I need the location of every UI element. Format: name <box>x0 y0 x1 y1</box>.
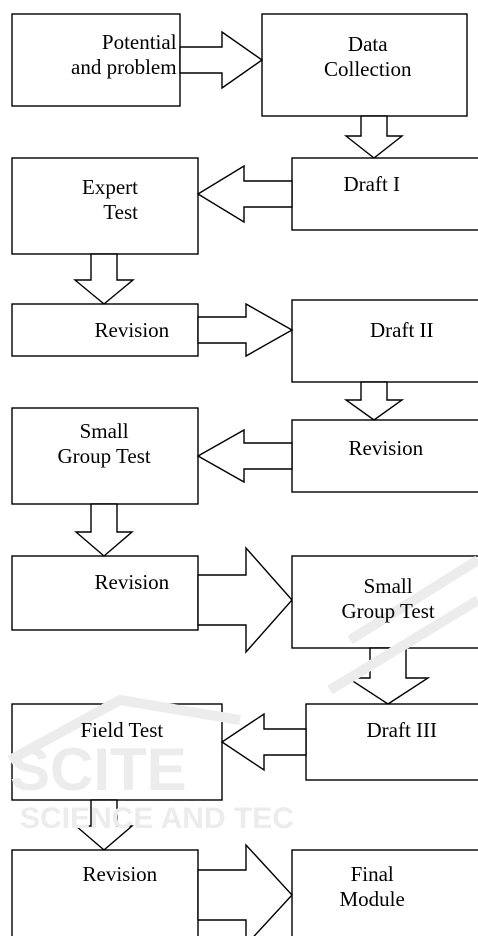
node-box-draft-1 <box>291 157 478 231</box>
node-label-line: Revision <box>94 570 170 594</box>
flow-arrow-revision-2-to-small-group-test-1 <box>196 428 293 484</box>
node-label-line: Data <box>347 32 388 56</box>
node-label-line: Revision <box>94 318 170 342</box>
node-box-small-group-test-2 <box>291 555 478 649</box>
node-box-revision-2 <box>291 419 478 493</box>
node-box-final-module <box>291 849 478 941</box>
node-box-draft-3 <box>305 703 478 781</box>
node-label-field-test: Field Test <box>81 718 164 743</box>
node-label-draft-3: Draft III <box>367 718 438 743</box>
node-label-line: Final <box>350 862 394 886</box>
node-label-line: Draft III <box>366 718 438 742</box>
node-label-line: Revision <box>82 862 158 886</box>
node-label-line: Module <box>339 887 405 911</box>
node-box-revision-1 <box>11 303 199 357</box>
svg-text:SCIENCE AND TEC: SCIENCE AND TEC <box>20 802 294 835</box>
node-label-revision-1: Revision <box>95 318 170 343</box>
node-label-line: Draft II <box>370 318 434 342</box>
node-label-draft-1: Draft I <box>344 172 401 197</box>
node-label-line: Group Test <box>57 444 151 468</box>
node-box-revision-4 <box>11 849 199 941</box>
node-box-draft-2 <box>291 299 478 383</box>
node-box-revision-3 <box>11 555 199 631</box>
flow-arrow-potential-to-data-collection <box>179 30 264 90</box>
flow-arrow-field-test-to-revision-4 <box>74 799 134 851</box>
flow-arrow-small-group-test-1-to-revision-3 <box>74 503 134 557</box>
node-label-line: Expert <box>82 175 138 199</box>
node-label-line: Small <box>363 574 413 598</box>
node-label-revision-4: Revision <box>83 862 158 887</box>
flow-arrow-revision-4-to-final-module <box>197 843 293 941</box>
flow-arrow-draft-3-to-field-test <box>220 712 307 772</box>
node-label-revision-3: Revision <box>95 570 170 595</box>
node-label-draft-2: Draft II <box>370 318 434 343</box>
flow-arrow-small-group-test-2-to-draft-3 <box>345 647 431 705</box>
node-box-field-test <box>11 703 223 801</box>
node-label-line: Draft I <box>343 172 401 196</box>
node-box-small-group-test-1 <box>11 407 199 505</box>
flow-arrow-revision-3-to-small-group-test-2 <box>197 546 293 654</box>
node-label-line: and problem <box>71 55 177 79</box>
flow-arrow-draft-2-to-revision-2 <box>343 381 405 421</box>
node-label-line: Field Test <box>80 718 164 742</box>
node-label-line: Test <box>103 200 138 224</box>
node-label-line: Potential <box>101 30 177 54</box>
node-label-line: Group Test <box>341 599 435 623</box>
flow-arrow-expert-test-to-revision-1 <box>73 253 135 305</box>
flow-arrow-draft-1-to-expert-test <box>196 164 293 224</box>
node-label-revision-2: Revision <box>349 436 424 461</box>
node-label-line: Small <box>79 419 129 443</box>
node-box-expert-test <box>11 157 199 255</box>
flow-arrow-data-collection-to-draft-1 <box>343 115 405 159</box>
node-label-line: Collection <box>324 57 412 81</box>
svg-text:SCITE: SCITE <box>10 736 187 803</box>
node-label-line: Revision <box>348 436 424 460</box>
flow-arrow-revision-1-to-draft-2 <box>197 302 294 358</box>
